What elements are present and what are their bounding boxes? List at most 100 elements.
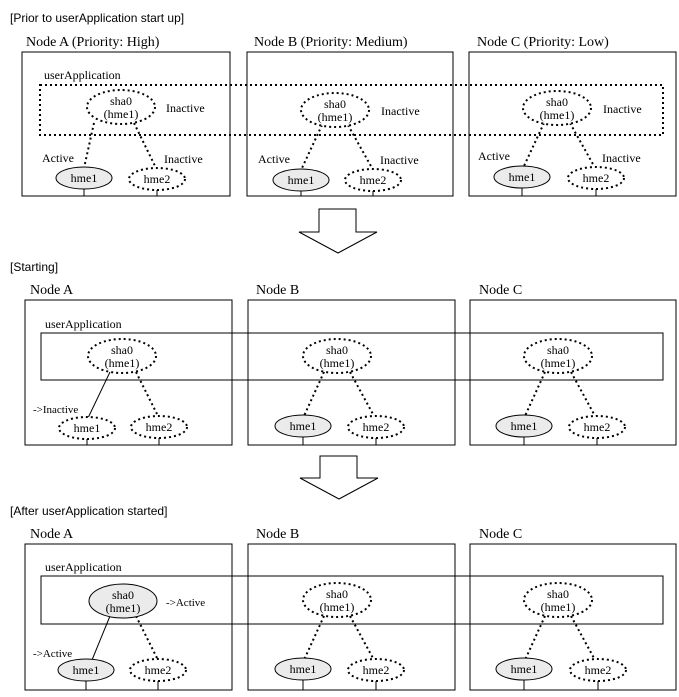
node-box: [247, 299, 456, 446]
link-sha-hme2: [349, 371, 375, 417]
stage-3-node-a: Node A: [24, 527, 233, 691]
sha0-label: sha0: [112, 588, 134, 602]
sha0-sub-label: (hme1): [105, 356, 140, 370]
link-sha-hme1: [524, 371, 546, 417]
sha0-label: sha0: [326, 343, 348, 357]
node-box: [469, 299, 677, 446]
hme2-node: [568, 415, 626, 439]
link-sha-hme2: [133, 122, 157, 169]
stage-2-user-application-box: [40, 332, 664, 381]
node-box: [24, 543, 233, 691]
sha0-node: [88, 583, 158, 619]
node-box: [24, 299, 233, 446]
down-arrow-icon: [299, 455, 379, 500]
link-sha-hme2: [570, 615, 596, 661]
node-title: Node C: [479, 283, 522, 298]
hme1-state: Active: [258, 152, 290, 166]
link-sha-hme2: [135, 371, 159, 417]
stage-2-node-b: Node B: [247, 283, 456, 446]
stage-2-node-a: Node A: [24, 283, 233, 446]
sha0-node: [523, 582, 593, 618]
hme1-label: hme1: [73, 663, 100, 677]
sha0-node: [300, 92, 370, 128]
stage-1-node-a: Node A (Priority: High) sha0 (hme1) Inac…: [21, 35, 231, 197]
node-title: Node C: [479, 527, 522, 542]
link-sha-hme1: [91, 615, 111, 661]
hme2-label: hme2: [146, 420, 173, 434]
sha0-sub-label: (hme1): [541, 356, 576, 370]
link-sha-hme1: [83, 122, 95, 169]
sha0-node: [302, 338, 372, 374]
hme1-label: hme1: [509, 170, 536, 184]
stage-3-elements: sha0 (hme1) ->Active ->Active hme1 hme2 …: [33, 582, 627, 690]
stage-1-node-c: Node C (Priority: Low) sha0 (hme1) Inact…: [468, 35, 677, 197]
hme2-node: [130, 415, 188, 439]
sha0-label: sha0: [324, 97, 346, 111]
hme2-label: hme2: [145, 663, 172, 677]
sha0-label: sha0: [547, 343, 569, 357]
hme2-label: hme2: [363, 663, 390, 677]
node-box: [247, 543, 456, 691]
node-title: Node B: [256, 283, 299, 298]
hme2-node: [569, 658, 627, 682]
hme1-label: hme1: [288, 173, 315, 187]
stage-3-title: [After userApplication started]: [10, 504, 167, 518]
hme2-state: Inactive: [380, 153, 419, 167]
hme2-label: hme2: [360, 173, 387, 187]
node-box: [21, 51, 231, 197]
sha0-label: sha0: [110, 94, 132, 108]
node-box: [468, 51, 677, 197]
hme2-node: [347, 415, 405, 439]
hme1-state: Active: [42, 151, 74, 165]
node-title: Node B (Priority: Medium): [254, 35, 408, 50]
stage-2-title: [Starting]: [10, 260, 58, 274]
sha0-node: [523, 338, 593, 374]
hme1-label: hme1: [290, 419, 317, 433]
stage-2-elements: sha0 (hme1) ->Inactive hme1 hme2 sha0 (h…: [33, 338, 626, 445]
node-title: Node C (Priority: Low): [477, 35, 609, 50]
hme2-node: [129, 658, 187, 682]
hme2-label: hme2: [585, 663, 612, 677]
link-sha-hme1: [523, 122, 545, 167]
sha0-state: Inactive: [603, 102, 642, 116]
sha0-state: Inactive: [381, 104, 420, 118]
sha0-sub-label: (hme1): [541, 600, 576, 614]
hme2-label: hme2: [583, 171, 610, 185]
link-sha-hme1: [303, 371, 325, 417]
hme1-label: hme1: [290, 662, 317, 676]
hme1-state: ->Inactive: [33, 404, 78, 416]
stage-3-node-c: Node C: [469, 527, 677, 691]
node-title: Node A: [30, 283, 74, 298]
stage-2-node-c: Node C: [469, 283, 677, 446]
hme1-node: [58, 416, 116, 440]
hme2-label: hme2: [584, 420, 611, 434]
hme1-label: hme1: [74, 421, 101, 435]
hme1-label: hme1: [511, 419, 538, 433]
link-sha-hme1: [303, 615, 325, 661]
link-sha-hme1: [87, 371, 111, 419]
hme1-state: ->Active: [33, 648, 72, 660]
hme2-label: hme2: [144, 172, 171, 186]
hme2-label: hme2: [363, 420, 390, 434]
down-arrow-icon: [298, 208, 378, 254]
hme1-label: hme1: [71, 171, 98, 185]
sha0-sub-label: (hme1): [106, 601, 141, 615]
stage-3-user-application-label: userApplication: [45, 560, 122, 574]
hme1-state: Active: [478, 149, 510, 163]
link-sha-hme2: [347, 124, 373, 169]
sha0-sub-label: (hme1): [104, 107, 139, 121]
hme2-state: Inactive: [164, 152, 203, 166]
stage-1-title: [Prior to userApplication start up]: [10, 11, 184, 25]
hme2-node: [347, 658, 405, 682]
sha0-label: sha0: [326, 587, 348, 601]
sha0-sub-label: (hme1): [540, 108, 575, 122]
sha0-sub-label: (hme1): [318, 110, 353, 124]
sha0-sub-label: (hme1): [320, 600, 355, 614]
sha0-node: [522, 90, 592, 126]
link-sha-hme2: [570, 371, 596, 417]
hme2-state: Inactive: [602, 151, 641, 165]
node-title: Node A (Priority: High): [26, 35, 160, 50]
node-title: Node B: [256, 527, 299, 542]
link-sha-hme2: [349, 615, 375, 661]
sha0-state: ->Active: [166, 597, 205, 609]
